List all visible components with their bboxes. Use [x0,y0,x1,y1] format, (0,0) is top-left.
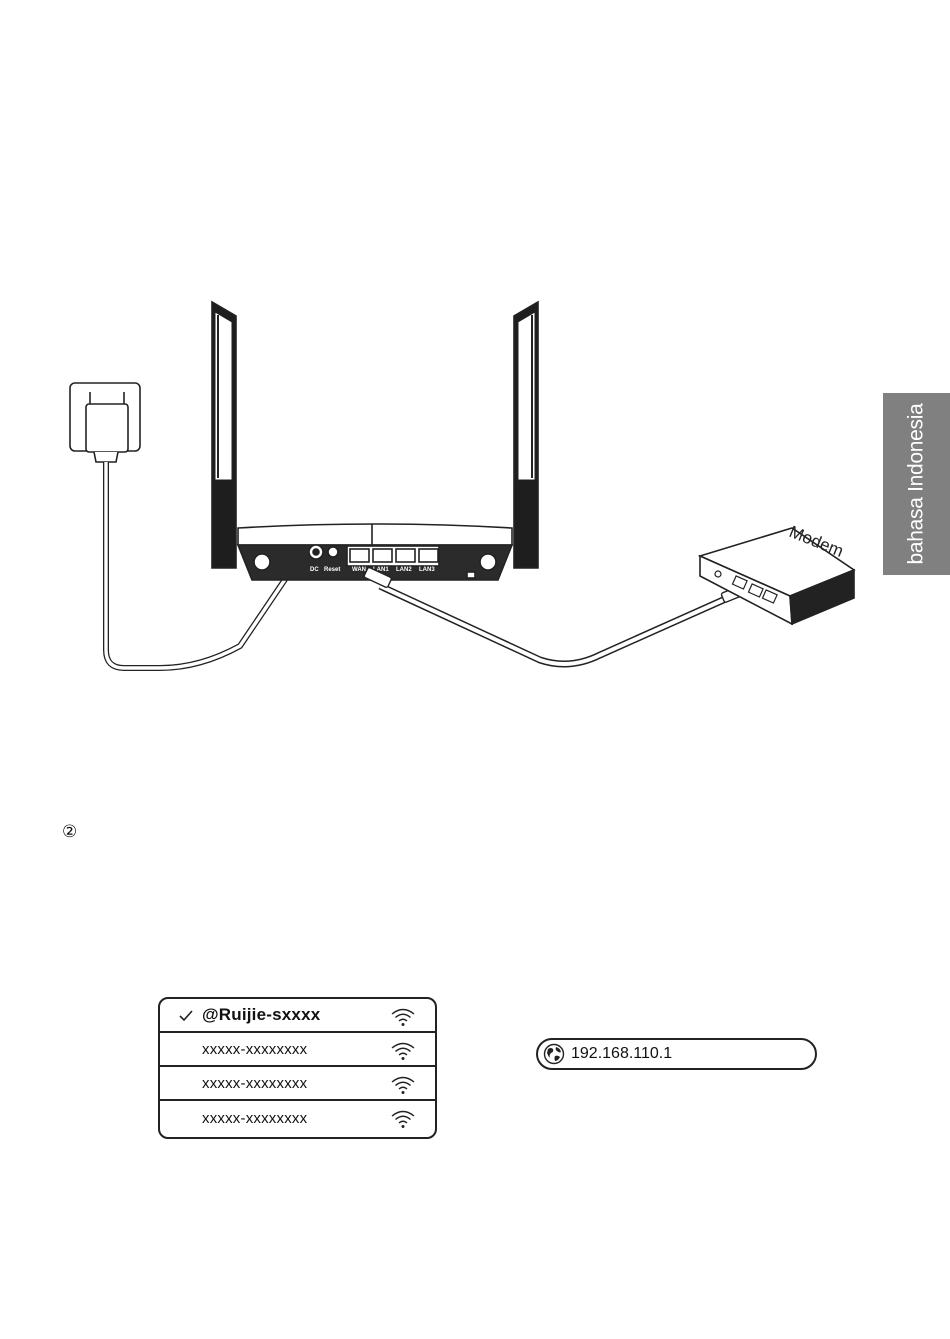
ethernet-cable [364,567,745,664]
wifi-network-row[interactable]: xxxxx-xxxxxxxx [160,1101,435,1135]
port-label-dc: DC [310,567,319,573]
checkmark-icon [178,1008,194,1022]
step-number: ② [62,822,77,842]
wifi-network-row[interactable]: xxxxx-xxxxxxxx [160,1033,435,1067]
language-tab-label: bahasa Indonesia [905,403,929,564]
wifi-network-name: xxxxx-xxxxxxxx [202,1041,307,1058]
wifi-network-list: @Ruijie-sxxxx xxxxx-xxxxxxxx xxxxx-xxxxx… [158,997,437,1139]
browser-address-bar[interactable]: 192.168.110.1 [536,1038,817,1070]
wifi-icon [390,1109,416,1129]
port-label-wan: WAN [352,567,366,573]
wifi-network-name: xxxxx-xxxxxxxx [202,1110,307,1127]
port-label-lan3: LAN3 [419,567,435,573]
wifi-network-name: @Ruijie-sxxxx [202,1005,320,1025]
wifi-icon [390,1007,416,1027]
globe-icon [543,1043,565,1065]
router [212,302,538,580]
wifi-icon [390,1075,416,1095]
browser-address-text: 192.168.110.1 [571,1045,672,1063]
language-tab: bahasa Indonesia [883,393,950,575]
wifi-network-row[interactable]: xxxxx-xxxxxxxx [160,1067,435,1101]
port-label-reset: Reset [324,567,340,573]
port-label-lan2: LAN2 [396,567,412,573]
power-adapter [70,383,140,462]
wifi-icon [390,1041,416,1061]
wifi-network-name: xxxxx-xxxxxxxx [202,1075,307,1092]
wifi-network-row[interactable]: @Ruijie-sxxxx [160,999,435,1033]
